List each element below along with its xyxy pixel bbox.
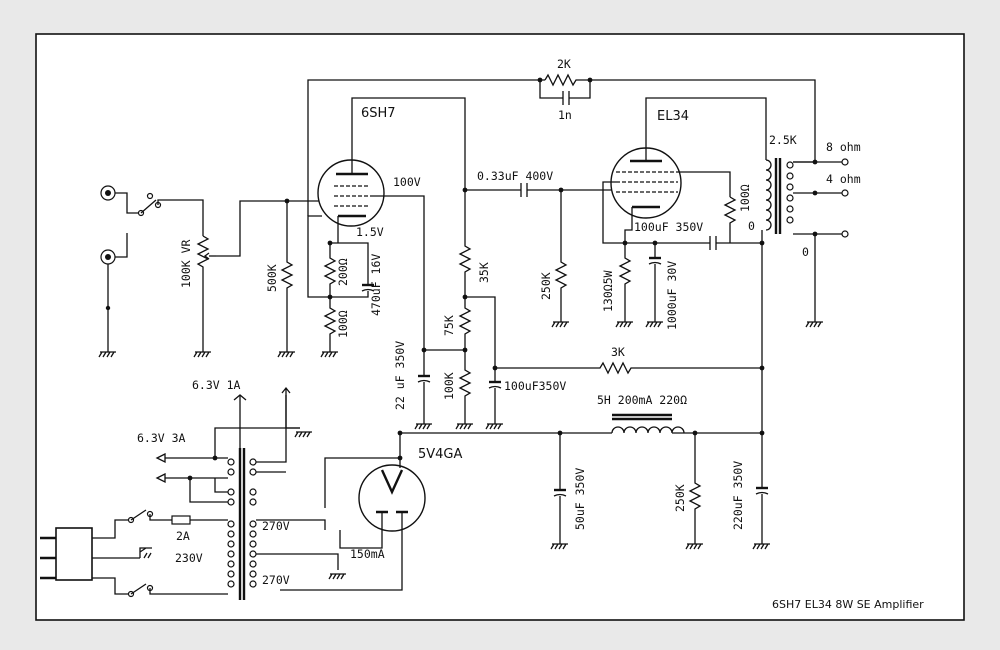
- fuse-icon: [171, 515, 191, 525]
- speaker-terminal-icon: [841, 158, 849, 166]
- tube-6sh7: 6SH7 100V 1.5V: [307, 79, 545, 350]
- input-section: 100K VR: [98, 185, 287, 358]
- svg-text:2.5K: 2.5K: [769, 133, 797, 147]
- label-6sh7: 6SH7: [361, 106, 396, 121]
- label-vol-pot: 100K VR: [179, 239, 193, 288]
- volume-pot: [196, 235, 210, 352]
- svg-text:0: 0: [748, 219, 755, 233]
- svg-text:75K: 75K: [442, 315, 456, 336]
- svg-text:270V: 270V: [262, 519, 290, 533]
- svg-text:2K: 2K: [557, 57, 571, 71]
- label-el34: EL34: [657, 109, 689, 124]
- svg-text:50uF 350V: 50uF 350V: [573, 468, 587, 530]
- power-supply: 5H 200mA 220Ω 50uF 350V 250K 220uF 350V …: [40, 378, 770, 600]
- driver-cathode-network: 200Ω 100Ω 470uF 16V: [320, 240, 383, 358]
- coupling-capacitor: 0.33uF 400V 250K: [465, 169, 620, 328]
- svg-text:230V: 230V: [175, 551, 203, 565]
- svg-text:4 ohm: 4 ohm: [826, 172, 861, 186]
- tube-el34: EL34 100Ω 100uF 350V: [602, 97, 767, 252]
- svg-text:100Ω: 100Ω: [336, 310, 350, 338]
- svg-text:22 uF 350V: 22 uF 350V: [393, 341, 407, 410]
- output-transformer: 2.5K 0 8 ohm 4 ohm 0: [748, 133, 861, 328]
- svg-text:130Ω5W: 130Ω5W: [601, 270, 615, 312]
- feedback-network: 2K 1n: [537, 57, 816, 155]
- svg-text:100K: 100K: [442, 372, 456, 400]
- tube-5v4ga-icon: [358, 464, 426, 532]
- svg-text:220uF 350V: 220uF 350V: [731, 461, 745, 530]
- svg-text:1.5V: 1.5V: [356, 225, 384, 239]
- svg-text:6.3V 1A: 6.3V 1A: [192, 378, 241, 392]
- svg-text:3K: 3K: [611, 345, 625, 359]
- svg-text:0.33uF 400V: 0.33uF 400V: [477, 169, 553, 183]
- svg-text:2A: 2A: [176, 529, 190, 543]
- svg-text:100Ω: 100Ω: [738, 184, 752, 212]
- svg-text:100V: 100V: [393, 175, 421, 189]
- tube-6sh7-icon: [317, 159, 385, 227]
- svg-text:0: 0: [802, 245, 809, 259]
- output-cathode-network: 130Ω5W 1000uF 30V: [601, 236, 762, 330]
- svg-text:500K: 500K: [265, 264, 279, 292]
- b-plus-rail: [759, 240, 765, 436]
- speaker-terminal-icon: [841, 189, 849, 197]
- svg-text:150mA: 150mA: [350, 547, 385, 561]
- svg-text:250K: 250K: [539, 272, 553, 300]
- svg-text:250K: 250K: [673, 484, 687, 512]
- svg-text:6.3V 3A: 6.3V 3A: [137, 431, 186, 445]
- svg-text:270V: 270V: [262, 573, 290, 587]
- svg-text:8 ohm: 8 ohm: [826, 140, 861, 154]
- mains-plug-icon: [55, 527, 93, 581]
- driver-plate-load: 35K 75K 100K 22 uF 350V 100uF350V 3K: [393, 187, 762, 430]
- svg-text:5H 200mA 220Ω: 5H 200mA 220Ω: [597, 393, 687, 407]
- svg-text:100uF 350V: 100uF 350V: [634, 220, 703, 234]
- label-5v4ga: 5V4GA: [418, 447, 463, 462]
- svg-text:1000uF 30V: 1000uF 30V: [665, 261, 679, 330]
- svg-text:100uF350V: 100uF350V: [504, 379, 566, 393]
- svg-text:200Ω: 200Ω: [336, 258, 350, 286]
- speaker-terminal-icon: [841, 230, 849, 238]
- svg-text:1n: 1n: [558, 108, 572, 122]
- schematic-frame: [35, 33, 965, 621]
- svg-text:35K: 35K: [477, 262, 491, 283]
- svg-text:470uF 16V: 470uF 16V: [369, 254, 383, 316]
- schematic-title: 6SH7 EL34 8W SE Amplifier: [772, 598, 924, 611]
